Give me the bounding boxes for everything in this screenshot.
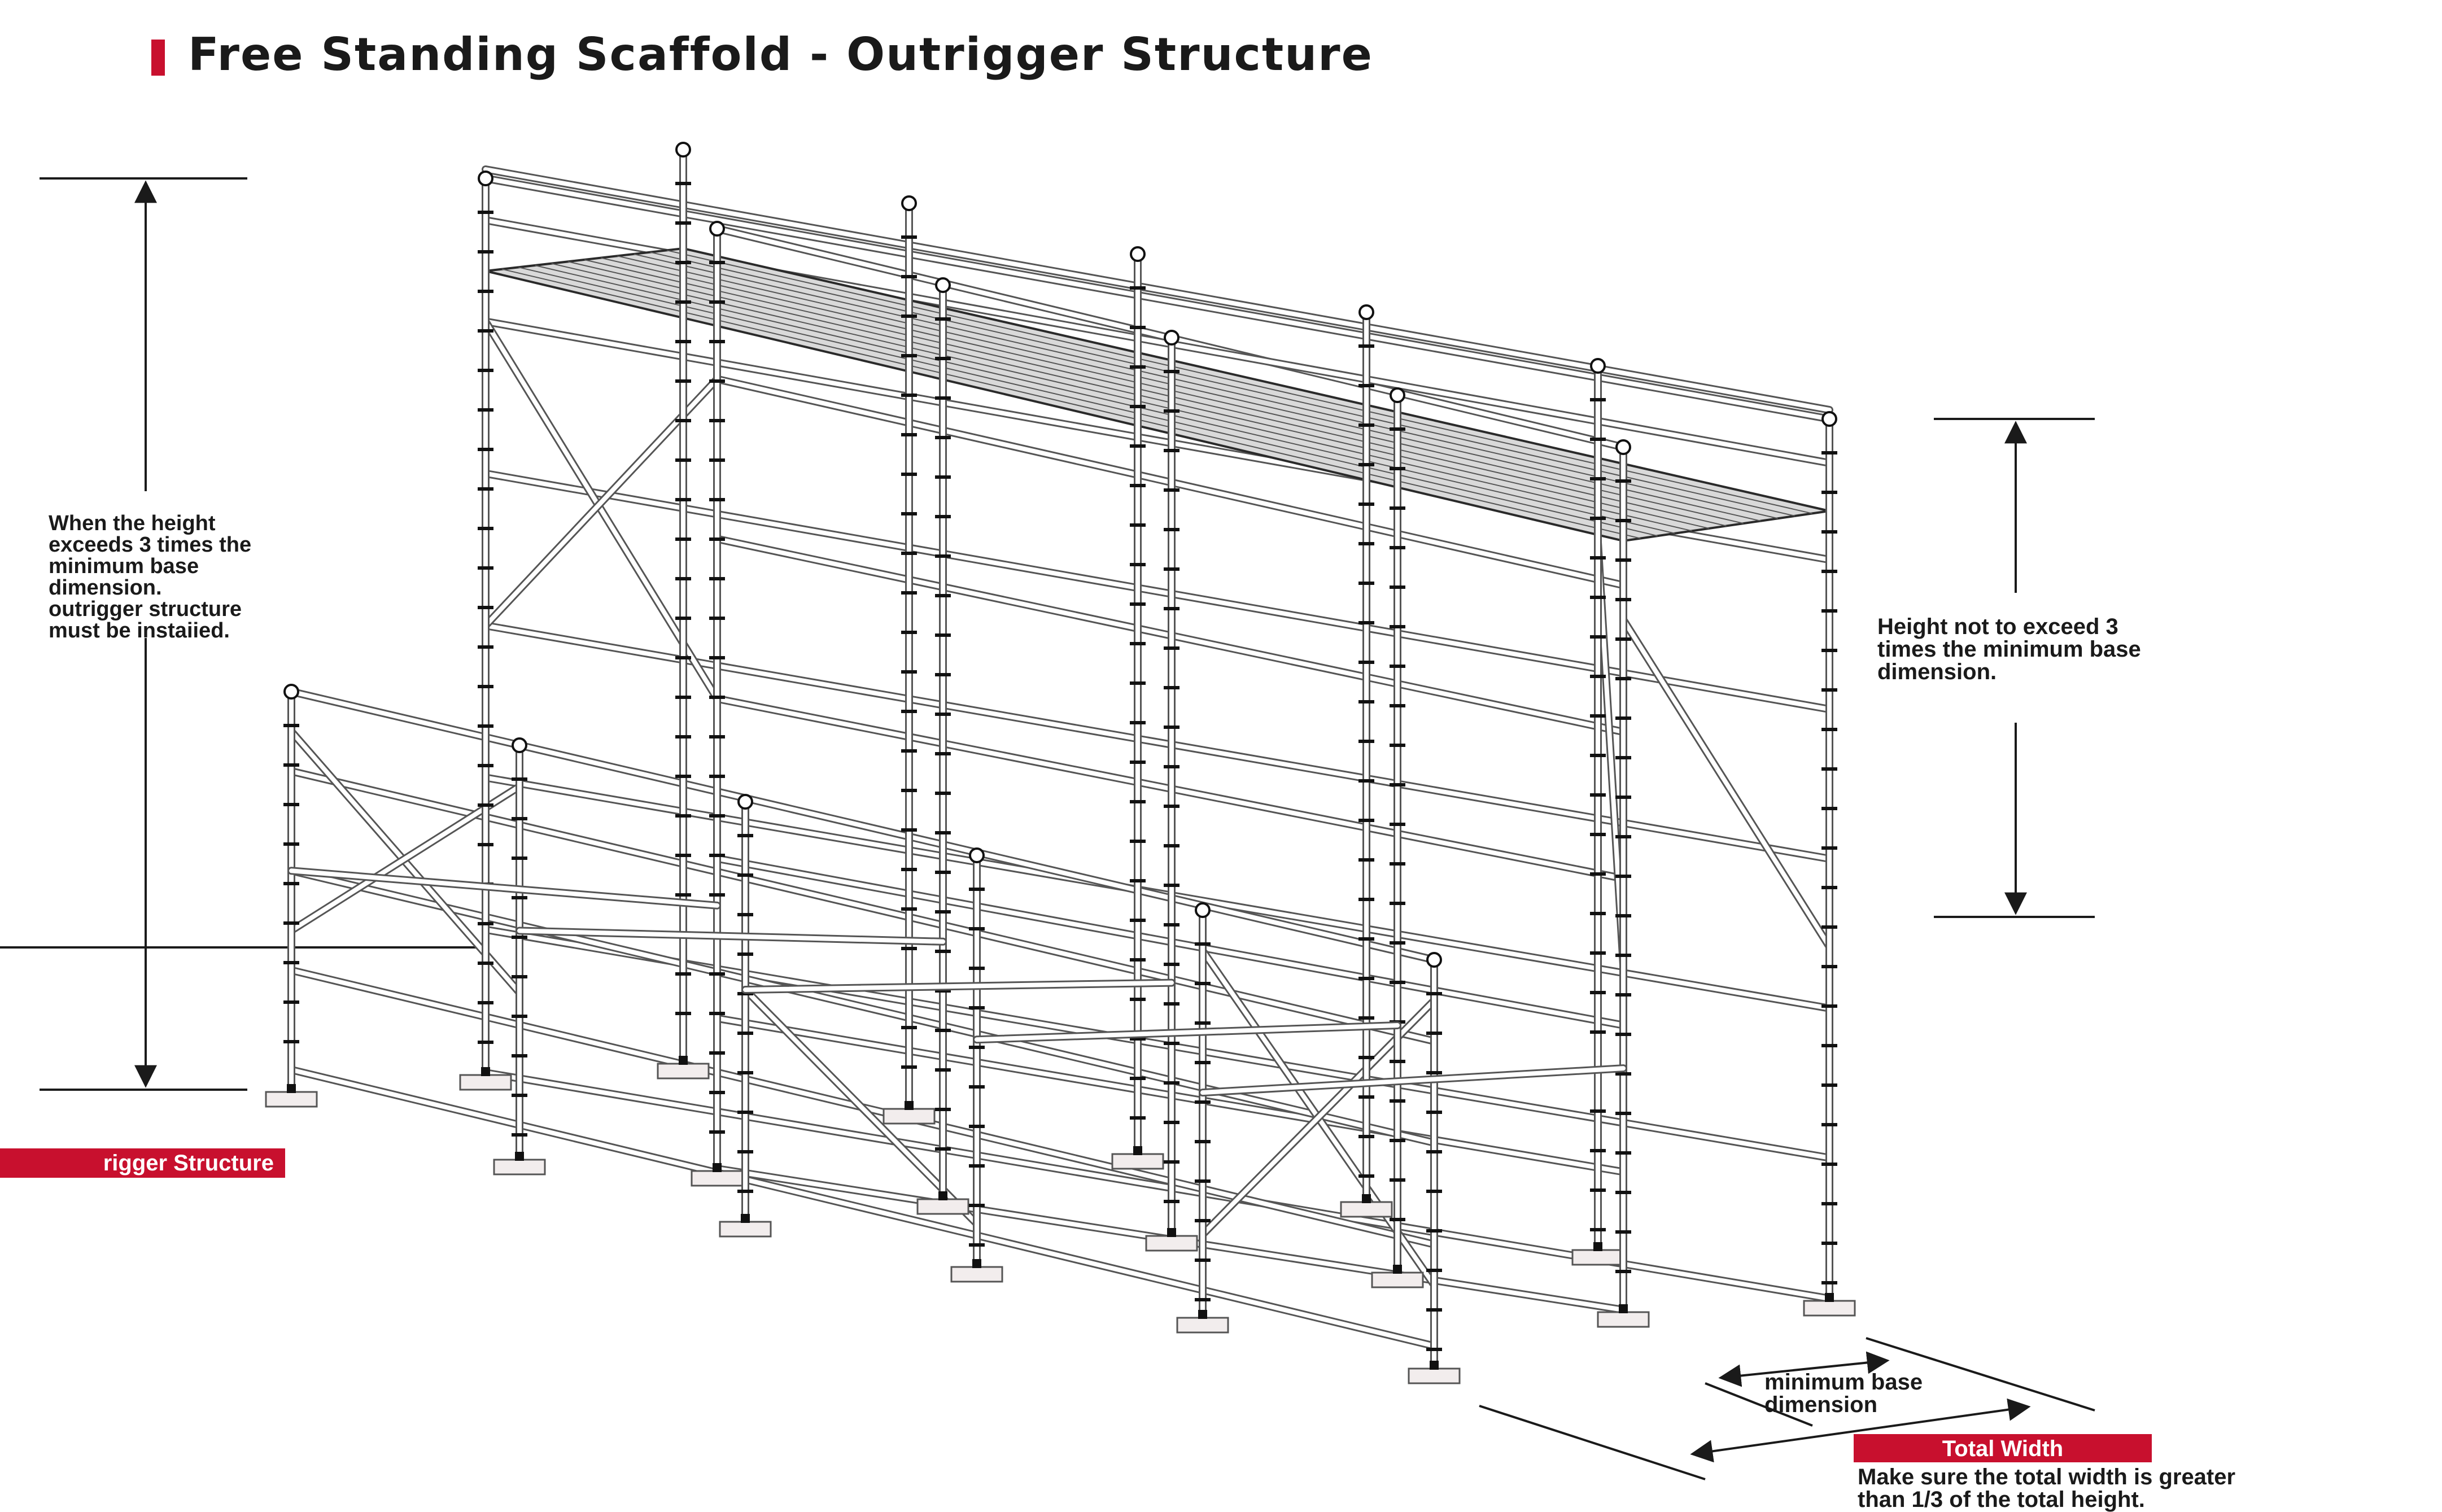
back-post-cap <box>1358 304 1374 320</box>
deck-board-line <box>584 259 1727 527</box>
min-base-arrow <box>1718 1351 1890 1387</box>
front-post-cap <box>935 277 951 293</box>
back-post-cap <box>1130 246 1146 262</box>
back-post-cap <box>478 171 493 186</box>
deck-board-line <box>518 266 1658 537</box>
deck-board-line <box>535 265 1675 534</box>
end-brace-inner <box>1596 540 1626 967</box>
outrigger-tie-inner <box>975 1023 1400 1042</box>
deck-board-line <box>551 263 1692 532</box>
back-post-cap <box>901 195 917 211</box>
front-post-cap <box>1390 387 1405 403</box>
deck-board-line <box>650 251 1796 517</box>
height-limit-note: Height not to exceed 3 times the minimum… <box>1877 614 2141 684</box>
total-width-note: Make sure the total width is greater tha… <box>1858 1465 2236 1512</box>
total-width-tag: Total Width <box>1854 1434 2152 1462</box>
outrigger-post-base-plate <box>1176 1317 1229 1334</box>
total-width-arrow <box>1690 1398 2031 1463</box>
outrigger-post-cap <box>283 684 299 700</box>
outrigger-post-cap <box>737 794 753 810</box>
back-post-cap <box>1821 411 1837 427</box>
outrigger-post-cap <box>1195 902 1211 918</box>
outrigger-tie-inner <box>743 980 1174 992</box>
outrigger-post-base-plate <box>493 1159 546 1175</box>
title-accent-bar <box>151 40 165 76</box>
outrigger-post-base-plate <box>265 1091 318 1108</box>
back-post-base-plate <box>459 1074 512 1091</box>
base-dim-ext-line-2 <box>1866 1337 2095 1412</box>
page-title: Free Standing Scaffold - Outrigger Struc… <box>188 28 1373 81</box>
back-post-base-plate <box>1803 1300 1856 1317</box>
back-post-cap <box>675 142 691 158</box>
min-base-dimension-label: minimum base dimension <box>1764 1370 1923 1417</box>
front-post-base-plate <box>1371 1271 1424 1288</box>
deck-board-line <box>617 255 1761 522</box>
front-post-base-plate <box>691 1170 744 1187</box>
dimension-lines <box>0 177 2095 1480</box>
back-post-base-plate <box>657 1063 710 1080</box>
back-post-cap <box>1590 358 1606 374</box>
outrigger-ledger-inner <box>289 1067 1436 1348</box>
outrigger-tie-inner <box>289 868 719 908</box>
deck-board-line <box>634 254 1778 519</box>
front-post-base-plate <box>1597 1311 1650 1328</box>
outrigger-post-cap <box>1426 952 1442 968</box>
outrigger-height-note: When the height exceeds 3 times the mini… <box>49 512 252 643</box>
outrigger-brace-inner <box>743 987 979 1226</box>
outrigger-post-base-plate <box>950 1266 1003 1283</box>
end-brace-inner <box>483 319 719 701</box>
total-width-ext-line <box>1479 1405 1706 1480</box>
back-ledger-inner <box>483 623 1832 861</box>
back-post-base-plate <box>1340 1201 1393 1218</box>
front-post-cap <box>709 221 725 237</box>
front-post-cap <box>1164 330 1180 346</box>
outrigger-ledger-inner <box>289 769 1436 1043</box>
back-post-base-plate <box>883 1108 936 1125</box>
front-post-base-plate <box>1145 1235 1198 1252</box>
deck-board-line <box>501 268 1641 539</box>
back-post-base-plate <box>1571 1249 1624 1266</box>
outrigger-structure-tag-text: rigger Structure <box>103 1151 274 1175</box>
top-guardrail-inner <box>483 167 1832 412</box>
outrigger-tie-inner <box>517 928 945 944</box>
back-ledger-inner <box>483 1070 1832 1301</box>
end-brace-inner <box>1621 617 1832 949</box>
back-post-base-plate <box>1111 1153 1164 1170</box>
front-post-cap <box>1615 439 1631 455</box>
outrigger-post-cap <box>969 847 985 863</box>
outrigger-post-base-plate <box>719 1221 772 1238</box>
scaffold-structure <box>265 142 1856 1384</box>
front-post-base-plate <box>916 1198 969 1215</box>
outrigger-tie-inner <box>1200 1066 1626 1095</box>
outrigger-post-base-plate <box>1408 1367 1461 1384</box>
outrigger-structure-tag: rigger Structure <box>0 1148 285 1178</box>
outrigger-brace-inner <box>289 784 522 933</box>
back-ledger-inner <box>483 176 1832 421</box>
outrigger-post-cap <box>512 737 527 753</box>
